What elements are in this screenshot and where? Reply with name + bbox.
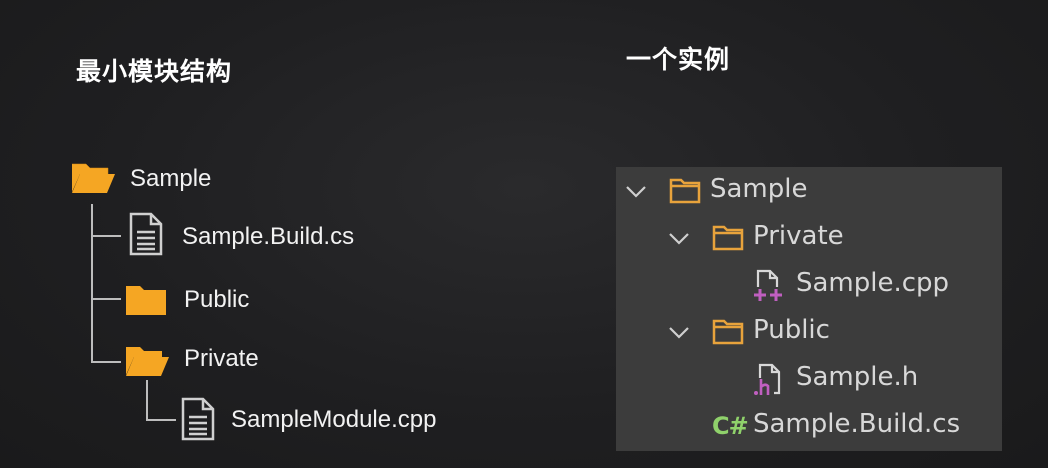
tree-sub-trunk-line bbox=[146, 380, 148, 420]
open-folder-icon bbox=[72, 163, 115, 193]
explorer-item-label: Private bbox=[753, 221, 844, 251]
tree-branch-build bbox=[91, 235, 121, 237]
folder-icon bbox=[669, 178, 701, 204]
explorer-item-build-cs[interactable]: C# Sample.Build.cs bbox=[616, 403, 1002, 449]
open-folder-icon bbox=[126, 347, 169, 376]
left-heading: 最小模块结构 bbox=[76, 57, 233, 86]
explorer-item-sample-h[interactable]: Sample.h bbox=[616, 356, 1002, 402]
explorer-item-label: Sample.cpp bbox=[796, 268, 950, 298]
tree-public-label: Public bbox=[184, 286, 250, 313]
chevron-down-icon[interactable] bbox=[625, 185, 647, 199]
explorer-item-public[interactable]: Public bbox=[616, 309, 1002, 355]
folder-icon bbox=[126, 286, 166, 315]
explorer-item-label: Sample.h bbox=[796, 362, 919, 392]
explorer-item-label: Sample.Build.cs bbox=[753, 409, 961, 439]
document-icon bbox=[129, 212, 163, 256]
header-file-icon bbox=[752, 363, 781, 397]
tree-trunk-line bbox=[91, 204, 93, 362]
tree-build-file-label: Sample.Build.cs bbox=[182, 223, 355, 250]
tree-private-label: Private bbox=[184, 345, 259, 372]
explorer-item-label: Public bbox=[753, 315, 830, 345]
solution-explorer-panel: Sample Private Sample.cpp bbox=[616, 167, 1002, 451]
tree-module-file-label: SampleModule.cpp bbox=[231, 406, 437, 433]
cpp-file-icon bbox=[752, 269, 786, 303]
tree-root-label: Sample bbox=[130, 165, 212, 192]
tree-branch-private bbox=[91, 361, 121, 363]
explorer-item-sample-cpp[interactable]: Sample.cpp bbox=[616, 262, 1002, 308]
tree-branch-public bbox=[91, 298, 121, 300]
document-icon bbox=[181, 397, 215, 441]
folder-icon bbox=[712, 225, 744, 251]
tree-branch-module bbox=[146, 419, 176, 421]
chevron-down-icon[interactable] bbox=[668, 232, 690, 246]
explorer-item-label: Sample bbox=[710, 174, 808, 204]
folder-icon bbox=[712, 319, 744, 345]
chevron-down-icon[interactable] bbox=[668, 326, 690, 340]
csharp-file-icon: C# bbox=[712, 412, 749, 440]
right-heading: 一个实例 bbox=[626, 45, 731, 74]
explorer-item-sample[interactable]: Sample bbox=[616, 168, 1002, 214]
explorer-item-private[interactable]: Private bbox=[616, 215, 1002, 261]
